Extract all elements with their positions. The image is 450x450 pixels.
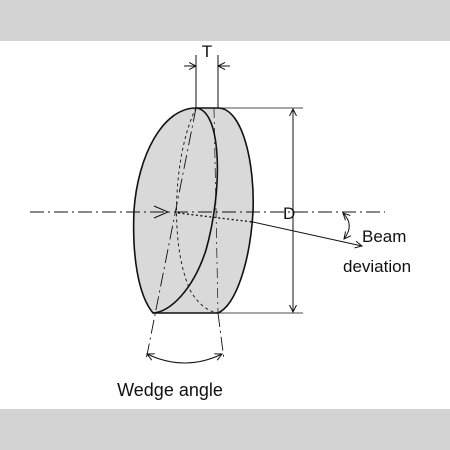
thickness-label: T [202,42,212,61]
prism-back-face-hidden [176,107,219,314]
wedge-face-line-right [217,312,225,361]
thickness-dimension: T [184,42,230,108]
deviated-beam-inside [177,212,254,223]
wedge-face-line-left [145,107,197,361]
bottom-gray-band [0,409,450,450]
deviated-beam [252,221,362,246]
diameter-dimension: D [218,107,303,314]
diameter-label: D [283,204,295,223]
wedge-angle-arc [147,354,222,364]
top-gray-band [0,0,450,41]
beam-deviation-label-line2: deviation [343,257,411,276]
incoming-beam-arrowhead [153,205,170,219]
beam-deviation-arc [343,213,349,239]
wedge-angle-label: Wedge angle [117,380,223,400]
prism-front-face [152,107,219,314]
wedge-face-line-right-upper [213,107,219,314]
wedge-prism [132,107,255,314]
prism-side-wall [132,107,255,314]
beam-deviation-label-line1: Beam [362,227,406,246]
